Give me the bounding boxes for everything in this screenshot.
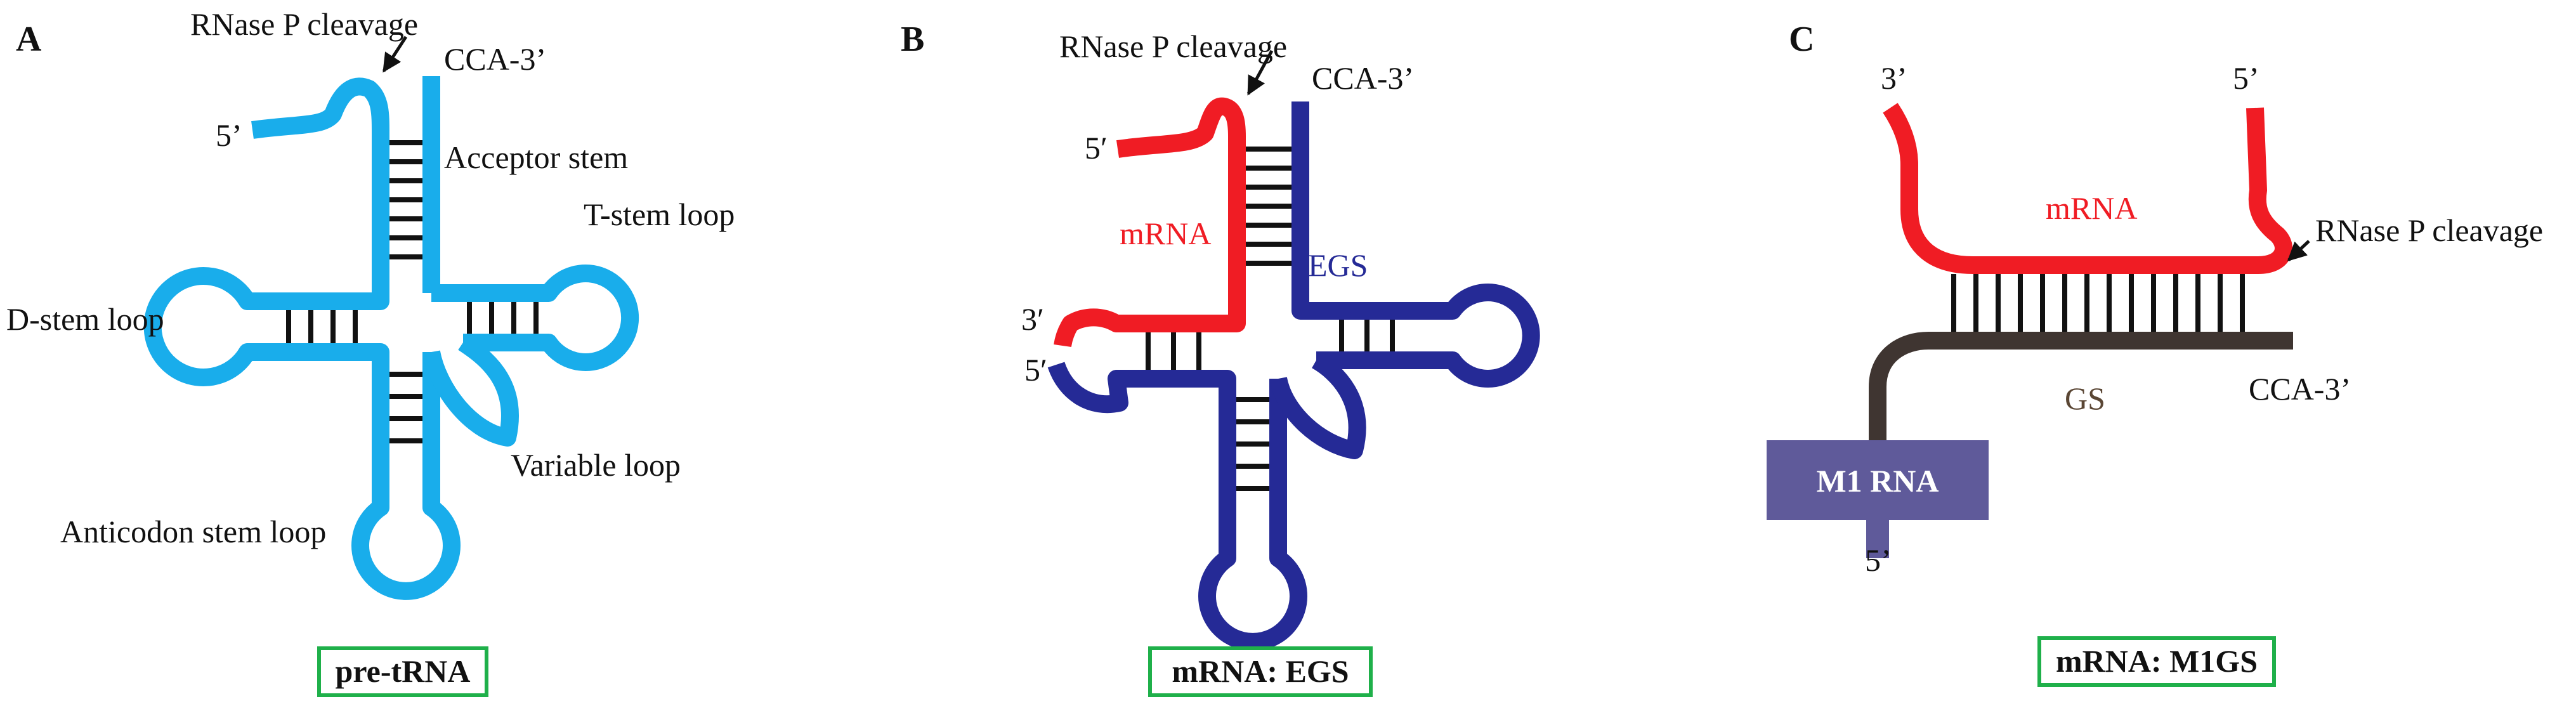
m1-rna-label: M1 RNA: [1816, 463, 1939, 499]
mrna-egs-structure: [1047, 97, 1540, 651]
panel-c-mrna-strand: [1883, 103, 2292, 274]
panel-b-5prime-top-label: 5′: [1085, 130, 1108, 166]
mrna-m1gs-box: [2037, 636, 2276, 687]
pre-trna-box: [317, 646, 488, 697]
gs-label: GS: [2065, 381, 2105, 416]
panel-c-base-pairs: [1951, 274, 2245, 332]
egs-variable-loop: [1269, 352, 1366, 459]
variable-loop-label: Variable loop: [511, 447, 681, 483]
panel-a-cca-label: CCA-3’: [444, 41, 546, 77]
pre-trna-structure: [143, 76, 639, 600]
panel-b-rnase-label: RNase P cleavage: [1059, 29, 1287, 64]
variable-loop: [422, 335, 519, 447]
mrna-strand: [1054, 97, 1246, 348]
acceptor-stem-label: Acceptor stem: [444, 140, 628, 175]
t-stem-loop-label: T-stem loop: [584, 197, 735, 232]
panel-c-mrna-label: mRNA: [2046, 190, 2137, 226]
mrna-egs-base-pairs: [1146, 147, 1395, 491]
t-stem-loop: [431, 265, 639, 371]
egs-strand: [1047, 362, 1307, 651]
panel-c-rnase-label: RNase P cleavage: [2315, 212, 2543, 248]
panel-a-5prime-label: 5’: [216, 117, 242, 153]
panel-c-rnase-arrow: [2287, 240, 2310, 262]
pre-trna-5prime-strand: [251, 77, 389, 310]
m1-rna-tail: [1866, 520, 1889, 558]
egs-t-loop: [1291, 101, 1540, 388]
panel-b-cca-label: CCA-3’: [1312, 60, 1414, 96]
mrna-m1gs-box-label: mRNA: M1GS: [2056, 643, 2258, 679]
panel-a-rnase-arrow: [382, 36, 408, 73]
d-stem-loop-label: D-stem loop: [6, 301, 164, 337]
mrna-egs-box: [1148, 646, 1373, 697]
panel-a-letter: A: [16, 20, 42, 59]
panel-b-5prime-bottom-label: 5′: [1024, 352, 1047, 388]
panel-c-letter: C: [1789, 20, 1814, 59]
panel-b-mrna-label: mRNA: [1120, 216, 1211, 251]
pre-trna-box-label: pre-tRNA: [336, 653, 471, 689]
gs-strand: [1869, 332, 2293, 444]
panel-b-rnase-arrow: [1246, 49, 1274, 96]
panel-a: A: [6, 6, 735, 697]
panel-b-3prime-label: 3′: [1021, 301, 1044, 337]
mrna-egs-box-label: mRNA: EGS: [1172, 653, 1349, 689]
d-stem-loop: [143, 267, 280, 386]
panel-c: C M1 RNA 3’ 5’ mRNA RN: [1767, 20, 2543, 687]
panel-a-rnase-label: RNase P cleavage: [190, 6, 418, 42]
panel-b: B RNa: [901, 20, 1540, 697]
panel-b-letter: B: [901, 20, 924, 59]
anticodon-stem-loop-label: Anticodon stem loop: [60, 514, 326, 549]
panel-c-5prime-top-label: 5’: [2233, 60, 2259, 96]
m1-rna-box: [1767, 440, 1989, 520]
panel-c-3prime-label: 3’: [1881, 60, 1907, 96]
panel-b-egs-label: EGS: [1308, 247, 1368, 283]
pre-trna-base-pairs: [286, 140, 539, 443]
panel-c-cca-label: CCA-3’: [2249, 371, 2351, 407]
panel-c-5prime-bottom-label: 5’: [1865, 542, 1892, 578]
anticodon-stem-loop: [280, 343, 461, 600]
